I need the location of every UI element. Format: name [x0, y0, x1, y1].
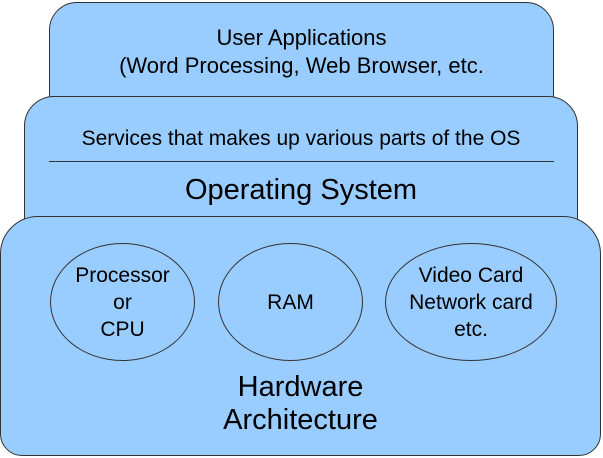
hardware-architecture-layer: Processor or CPU RAM Video Card Network … [0, 216, 601, 456]
operating-system-title: Operating System [184, 174, 418, 206]
user-applications-title: User Applications [216, 25, 387, 50]
hardware-title-line-1: Hardware [237, 371, 364, 403]
devices-label-line-2: Network card [409, 290, 533, 314]
cpu-label-line-2: or [113, 290, 132, 314]
devices-label-line-1: Video Card [418, 263, 524, 287]
cpu-label-line-1: Processor [75, 263, 170, 287]
ram-label: RAM [267, 290, 314, 314]
cpu-label-line-3: CPU [100, 317, 145, 341]
user-applications-examples: (Word Processing, Web Browser, etc. [119, 53, 484, 78]
devices-label-line-3: etc. [454, 317, 488, 341]
user-applications-layer: User Applications (Word Processing, Web … [49, 2, 554, 110]
os-divider-line [49, 161, 554, 162]
ram-oval: RAM [218, 243, 363, 361]
hardware-title-line-2: Architecture [223, 404, 378, 436]
processor-cpu-oval: Processor or CPU [50, 243, 195, 361]
os-services-label: Services that makes up various parts of … [81, 127, 521, 150]
operating-system-layer: Services that makes up various parts of … [24, 96, 578, 236]
video-network-card-oval: Video Card Network card etc. [385, 243, 557, 361]
